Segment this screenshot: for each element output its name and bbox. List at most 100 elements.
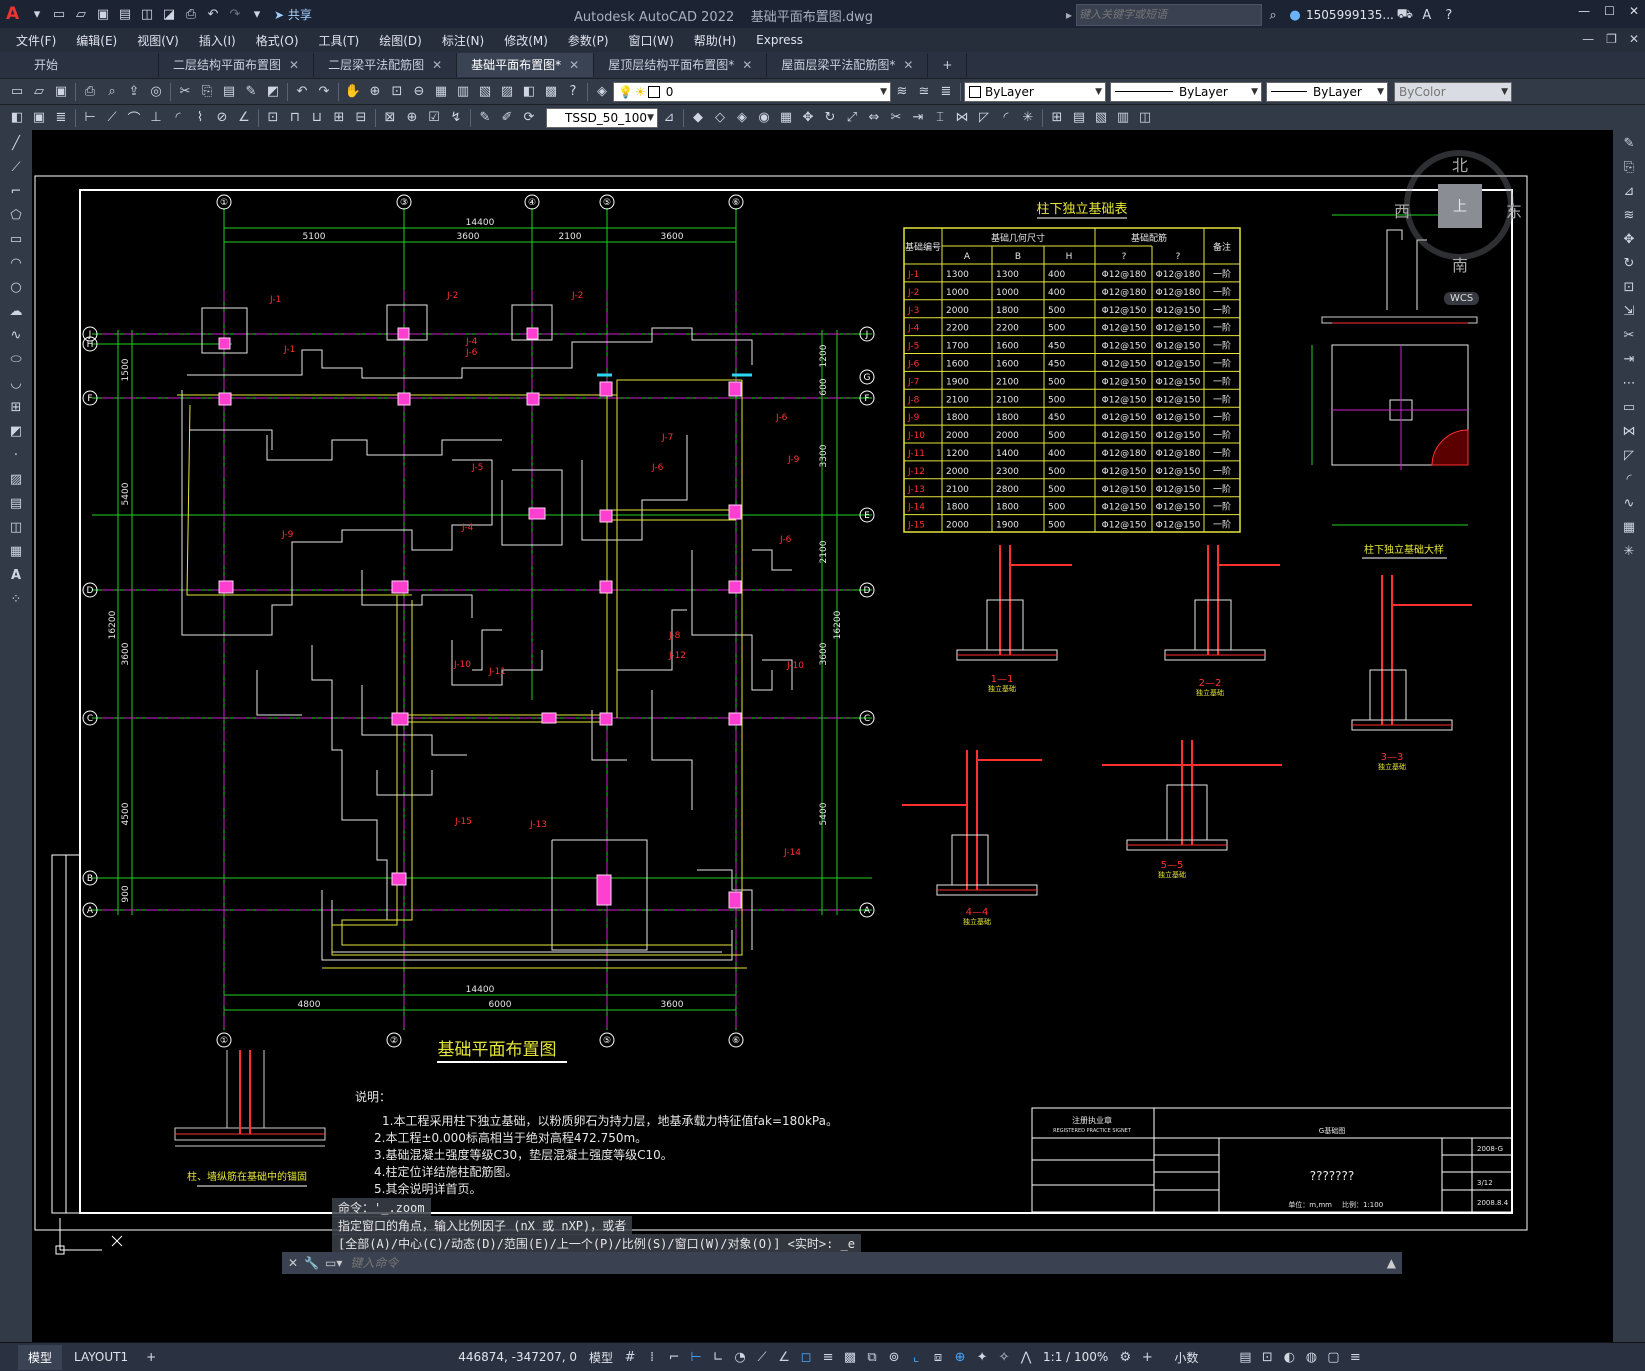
extend-icon[interactable]: ⇥ bbox=[1623, 351, 1635, 367]
match-prop-icon[interactable]: ✎ bbox=[245, 84, 257, 99]
viewcube-north[interactable]: 北 bbox=[1452, 156, 1469, 175]
grid-icon[interactable]: # bbox=[624, 1349, 636, 1365]
maximize-button[interactable]: ☐ bbox=[1604, 4, 1615, 18]
stretch-icon[interactable]: ⇔ bbox=[868, 110, 880, 125]
menu-item[interactable]: 参数(P) bbox=[567, 33, 609, 48]
layer-previous-icon[interactable]: ≊ bbox=[918, 84, 930, 99]
copy-icon[interactable]: ⎘ bbox=[1623, 159, 1635, 175]
menu-item[interactable]: 文件(F) bbox=[16, 33, 57, 48]
ordinate-dim-icon[interactable]: ⊥ bbox=[150, 110, 162, 125]
region-icon[interactable]: ◫ bbox=[1138, 110, 1152, 125]
dim-text-edit-icon[interactable]: ✐ bbox=[501, 110, 513, 125]
dimstyle-dropdown[interactable]: TSSD_50_100 ▼ bbox=[546, 107, 658, 128]
jogged-linear-icon[interactable]: ↯ bbox=[450, 110, 462, 125]
arc-icon[interactable]: ◠ bbox=[10, 255, 22, 271]
menu-item[interactable]: 绘图(D) bbox=[379, 33, 422, 48]
file-tab[interactable]: 基础平面布置图*✕ bbox=[457, 53, 595, 77]
file-tab[interactable]: 屋顶层结构平面布置图*✕ bbox=[594, 53, 768, 77]
scale-icon[interactable]: ⤢ bbox=[846, 110, 858, 125]
quickcalc-icon[interactable]: ▩ bbox=[544, 84, 558, 99]
wcs-label[interactable]: WCS bbox=[1444, 292, 1480, 305]
publish-icon[interactable]: ⇪ bbox=[128, 84, 140, 99]
save-as-icon[interactable]: ▤ bbox=[118, 6, 132, 22]
search-icon[interactable]: ⌕ bbox=[1269, 7, 1277, 23]
help-icon[interactable]: ? bbox=[1445, 7, 1453, 23]
selection-filter-icon[interactable]: ⧈ bbox=[933, 1349, 943, 1365]
user-name[interactable]: 1505999135... bbox=[1306, 8, 1394, 22]
doc-close-button[interactable]: ✕ bbox=[1628, 32, 1639, 46]
explode-icon[interactable]: ✳ bbox=[1022, 110, 1034, 125]
trim-icon[interactable]: ✂ bbox=[1623, 327, 1635, 343]
linear-dim-icon[interactable]: ⊢ bbox=[84, 110, 96, 125]
print-preview-icon[interactable]: ⌕ bbox=[108, 84, 116, 99]
lock-ui-icon[interactable]: ⊡ bbox=[1261, 1349, 1273, 1365]
clean-screen-icon[interactable]: ▢ bbox=[1327, 1349, 1340, 1365]
add-selected-icon[interactable]: ⁘ bbox=[10, 591, 22, 607]
annotation-visibility-icon[interactable]: ✦ bbox=[976, 1349, 988, 1365]
rotate-icon[interactable]: ↻ bbox=[824, 110, 836, 125]
polar-icon[interactable]: ◔ bbox=[734, 1349, 746, 1365]
stretch-icon[interactable]: ⇲ bbox=[1623, 303, 1635, 319]
menu-item[interactable]: 视图(V) bbox=[137, 33, 179, 48]
quick-dim-icon[interactable]: ⊡ bbox=[267, 110, 279, 125]
annotation-scale-dropdown[interactable]: 1:1 / 100% bbox=[1043, 1350, 1109, 1364]
menu-item[interactable]: 修改(M) bbox=[504, 33, 548, 48]
layer-tools-icon[interactable]: ≣ bbox=[55, 110, 67, 125]
dim-space-icon[interactable]: ⊞ bbox=[333, 110, 345, 125]
menu-item[interactable]: 帮助(H) bbox=[693, 33, 737, 48]
isodraft-icon[interactable]: ⟋ bbox=[757, 1349, 767, 1365]
help-search-input[interactable] bbox=[1076, 4, 1263, 26]
array-icon[interactable]: ▦ bbox=[779, 110, 793, 125]
workspace-gear-icon[interactable]: ⚙ bbox=[1119, 1349, 1132, 1365]
coordinates-readout[interactable]: 446874, -347207, 0 bbox=[458, 1350, 578, 1364]
sheet-set-icon[interactable]: ▨ bbox=[500, 84, 514, 99]
fillet-icon[interactable]: ◜ bbox=[1626, 471, 1632, 487]
break-icon[interactable]: ▭ bbox=[1622, 399, 1636, 415]
close-tab-icon[interactable]: ✕ bbox=[742, 58, 753, 72]
layer-dropdown[interactable]: 💡 ☀ 0 ▼ bbox=[613, 81, 891, 102]
join-icon[interactable]: ⋈ bbox=[1622, 423, 1636, 439]
construction-line-icon[interactable]: ⟋ bbox=[11, 159, 21, 175]
make-current-icon[interactable]: ≋ bbox=[896, 84, 908, 99]
undo-icon[interactable]: ↶ bbox=[296, 84, 308, 99]
3d-print-icon[interactable]: ◎ bbox=[150, 84, 162, 99]
zoom-previous-icon[interactable]: ⊖ bbox=[413, 84, 425, 99]
model-space-button[interactable]: 模型 bbox=[589, 1350, 614, 1365]
cart-icon[interactable]: ⛟ bbox=[1396, 6, 1413, 22]
radius-dim-icon[interactable]: ◜ bbox=[175, 110, 181, 125]
region-icon[interactable]: ◫ bbox=[9, 519, 23, 535]
viewcube[interactable]: 北 西 东 南 上 WCS bbox=[1394, 150, 1522, 305]
3d-osnap-icon[interactable]: ⊚ bbox=[888, 1349, 900, 1365]
autodesk-app-icon[interactable]: A bbox=[1422, 7, 1432, 23]
open-icon[interactable]: ▱ bbox=[34, 84, 44, 99]
command-input[interactable] bbox=[348, 1253, 1381, 1273]
ortho-icon[interactable]: ∟ bbox=[712, 1349, 724, 1365]
gradient-icon[interactable]: ▤ bbox=[9, 495, 23, 511]
pan-icon[interactable]: ✋ bbox=[344, 84, 362, 99]
rectangle-icon[interactable]: ▭ bbox=[9, 231, 23, 247]
move-icon[interactable]: ✥ bbox=[1623, 231, 1635, 247]
dynamic-ucs-icon[interactable]: ⌞ bbox=[913, 1349, 920, 1365]
circle-icon[interactable]: ○ bbox=[10, 279, 22, 295]
customization-icon[interactable]: ≡ bbox=[1349, 1349, 1361, 1365]
baseline-dim-icon[interactable]: ⊓ bbox=[289, 110, 301, 125]
menu-item[interactable]: 标注(N) bbox=[441, 33, 485, 48]
menu-item[interactable]: 插入(I) bbox=[198, 33, 236, 48]
undo-icon[interactable]: ↶ bbox=[207, 6, 219, 22]
open-file-icon[interactable]: ▱ bbox=[76, 6, 86, 22]
table-icon[interactable]: ▥ bbox=[1116, 110, 1130, 125]
file-tab[interactable]: 开始 bbox=[20, 53, 159, 77]
dim-break-icon[interactable]: ⊟ bbox=[355, 110, 367, 125]
app-menu-chevron-icon[interactable]: ▾ bbox=[33, 6, 41, 22]
viewcube-west[interactable]: 西 bbox=[1394, 202, 1411, 221]
angular-dim-icon[interactable]: ∠ bbox=[238, 110, 250, 125]
hatch-icon[interactable]: ▧ bbox=[1094, 110, 1108, 125]
zoom-window-icon[interactable]: ⊡ bbox=[391, 84, 403, 99]
osnap-icon[interactable]: ◻ bbox=[800, 1349, 812, 1365]
layer-properties-icon[interactable]: ◈ bbox=[597, 84, 607, 99]
plot-icon[interactable]: ⎙ bbox=[185, 6, 197, 22]
app-logo-icon[interactable]: A bbox=[6, 4, 20, 24]
units-dropdown[interactable]: 小数 bbox=[1174, 1350, 1199, 1365]
menu-item[interactable]: 格式(O) bbox=[255, 33, 299, 48]
inspect-icon[interactable]: ☑ bbox=[428, 110, 440, 125]
